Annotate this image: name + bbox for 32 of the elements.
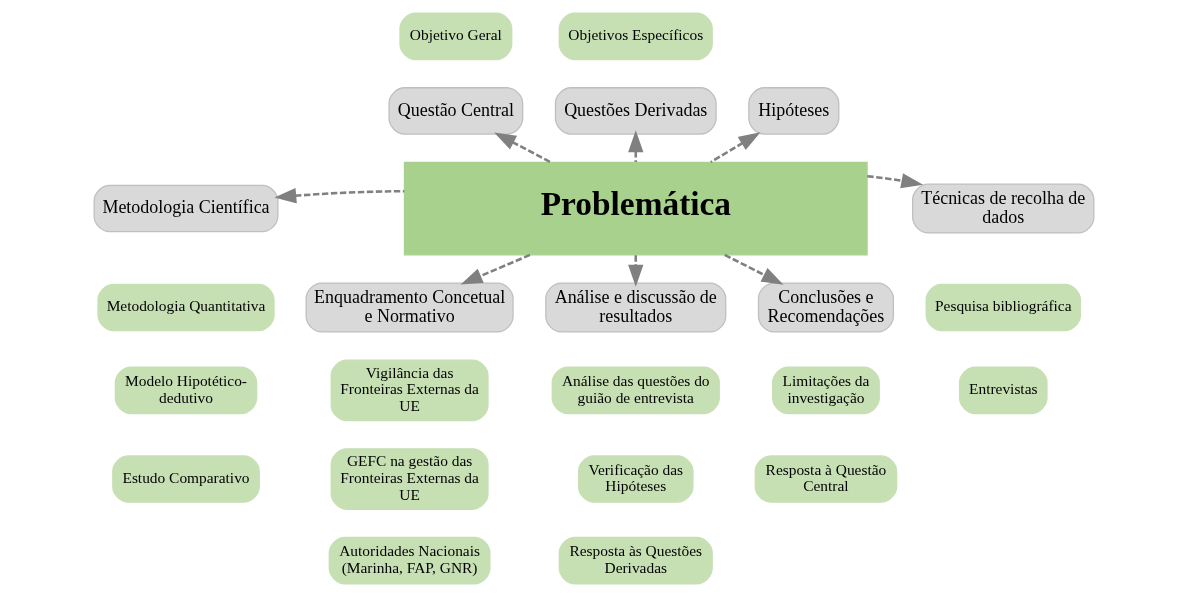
- node-box: Hipóteses: [747, 87, 839, 135]
- arrow: [627, 130, 643, 163]
- arrow: [460, 253, 530, 285]
- node-box: Objetivo Geral: [398, 12, 512, 61]
- node-box: Estudo Comparativo: [111, 455, 260, 503]
- arrow: [493, 132, 551, 164]
- arrow: [627, 255, 643, 287]
- node-box: Análise e discussão de resultados: [544, 282, 726, 333]
- node-box: Objetivos Específicos: [558, 12, 713, 61]
- node-box: Vigilância das Fronteiras Externas da UE: [330, 359, 489, 422]
- node-box: GEFC na gestão das Fronteiras Externas da UE: [330, 448, 489, 510]
- arrow: [709, 132, 760, 164]
- arrow: [273, 188, 404, 204]
- node-box: Resposta à Questão Central: [754, 455, 897, 503]
- arrow: [723, 253, 783, 285]
- node-box: Entrevistas: [958, 366, 1048, 415]
- node-box: Metodologia Científica: [93, 184, 279, 233]
- node-box: Questão Central: [387, 87, 523, 135]
- node-box: Técnicas de recolha de dados: [911, 183, 1094, 234]
- node-box: Problemática: [403, 161, 868, 256]
- node-box: Enquadramento Concetual e Normativo: [305, 282, 514, 333]
- node-box: Verificação das Hipóteses: [577, 455, 694, 503]
- arrow: [866, 173, 923, 189]
- node-box: Análise das questões do guião de entrevista: [551, 366, 720, 415]
- node-box: Resposta às Questões Derivadas: [558, 536, 713, 585]
- node-box: Limitações da investigação: [771, 366, 880, 415]
- node-box: Conclusões e Recomendações: [757, 282, 894, 333]
- node-box: Autoridades Nacionais (Marinha, FAP, GNR): [328, 536, 491, 585]
- node-box: Questões Derivadas: [554, 87, 717, 135]
- node-box: Modelo Hipotético-dedutivo: [114, 366, 257, 415]
- node-box: Pesquisa bibliográfica: [925, 283, 1081, 332]
- node-box: Metodologia Quantitativa: [96, 283, 275, 332]
